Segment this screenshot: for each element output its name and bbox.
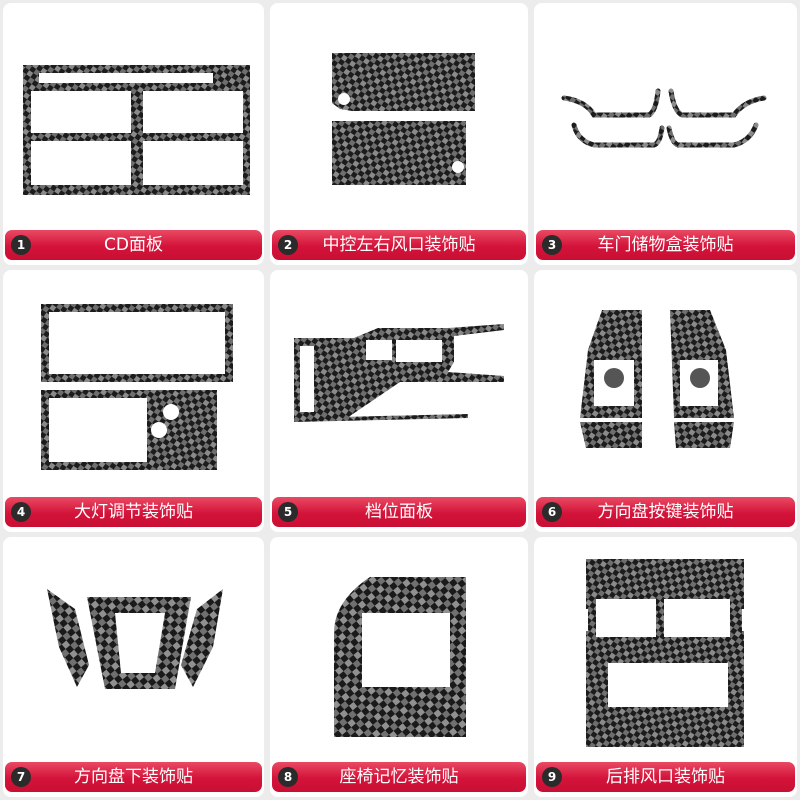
product-number-badge: 3 [542, 235, 562, 255]
product-name: 中控左右风口装饰贴 [322, 235, 476, 255]
product-name: 方向盘下装饰贴 [74, 767, 193, 787]
product-label-1: 1 CD面板 [5, 230, 262, 260]
seat-memory-trim-icon [334, 577, 466, 737]
product-label-4: 4 大灯调节装饰贴 [5, 497, 262, 527]
cd-panel-trim-icon [23, 65, 250, 195]
product-card-3[interactable]: 3 车门储物盒装饰贴 [534, 3, 797, 265]
product-number-badge: 2 [278, 235, 298, 255]
product-card-2[interactable]: 2 中控左右风口装饰贴 [270, 3, 528, 265]
product-name: CD面板 [104, 235, 163, 255]
product-card-7[interactable]: 7 方向盘下装饰贴 [3, 537, 264, 797]
product-label-6: 6 方向盘按键装饰贴 [536, 497, 795, 527]
product-card-9[interactable]: 9 后排风口装饰贴 [534, 537, 797, 797]
product-number-badge: 9 [542, 767, 562, 787]
gear-panel-trim-icon [293, 324, 504, 422]
product-number-badge: 1 [11, 235, 31, 255]
product-label-5: 5 档位面板 [272, 497, 526, 527]
product-number-badge: 7 [11, 767, 31, 787]
product-number-badge: 4 [11, 502, 31, 522]
product-name: 大灯调节装饰贴 [74, 502, 193, 522]
product-name: 座椅记忆装饰贴 [339, 767, 459, 787]
product-card-6[interactable]: 6 方向盘按键装饰贴 [534, 270, 797, 532]
product-number-badge: 8 [278, 767, 298, 787]
product-name: 车门储物盒装饰贴 [597, 235, 734, 255]
product-label-3: 3 车门储物盒装饰贴 [536, 230, 795, 260]
product-name: 方向盘按键装饰贴 [597, 502, 734, 522]
product-card-5[interactable]: 5 档位面板 [270, 270, 528, 532]
product-label-9: 9 后排风口装饰贴 [536, 762, 795, 792]
center-vent-trim-icon [332, 53, 475, 185]
rear-vent-trim-icon [582, 559, 748, 747]
product-card-8[interactable]: 8 座椅记忆装饰贴 [270, 537, 528, 797]
product-number-badge: 6 [542, 502, 562, 522]
product-label-8: 8 座椅记忆装饰贴 [272, 762, 526, 792]
product-number-badge: 5 [278, 502, 298, 522]
steering-lower-trim-icon [47, 589, 223, 689]
headlight-adjust-trim-icon [41, 304, 233, 470]
product-card-1[interactable]: 1 CD面板 [3, 3, 264, 265]
product-card-4[interactable]: 4 大灯调节装饰贴 [3, 270, 264, 532]
door-storage-trim-icon [561, 88, 767, 148]
steering-button-trim-icon [580, 310, 734, 448]
product-label-2: 2 中控左右风口装饰贴 [272, 230, 526, 260]
product-name: 后排风口装饰贴 [606, 767, 725, 787]
product-label-7: 7 方向盘下装饰贴 [5, 762, 262, 792]
product-name: 档位面板 [365, 502, 433, 522]
